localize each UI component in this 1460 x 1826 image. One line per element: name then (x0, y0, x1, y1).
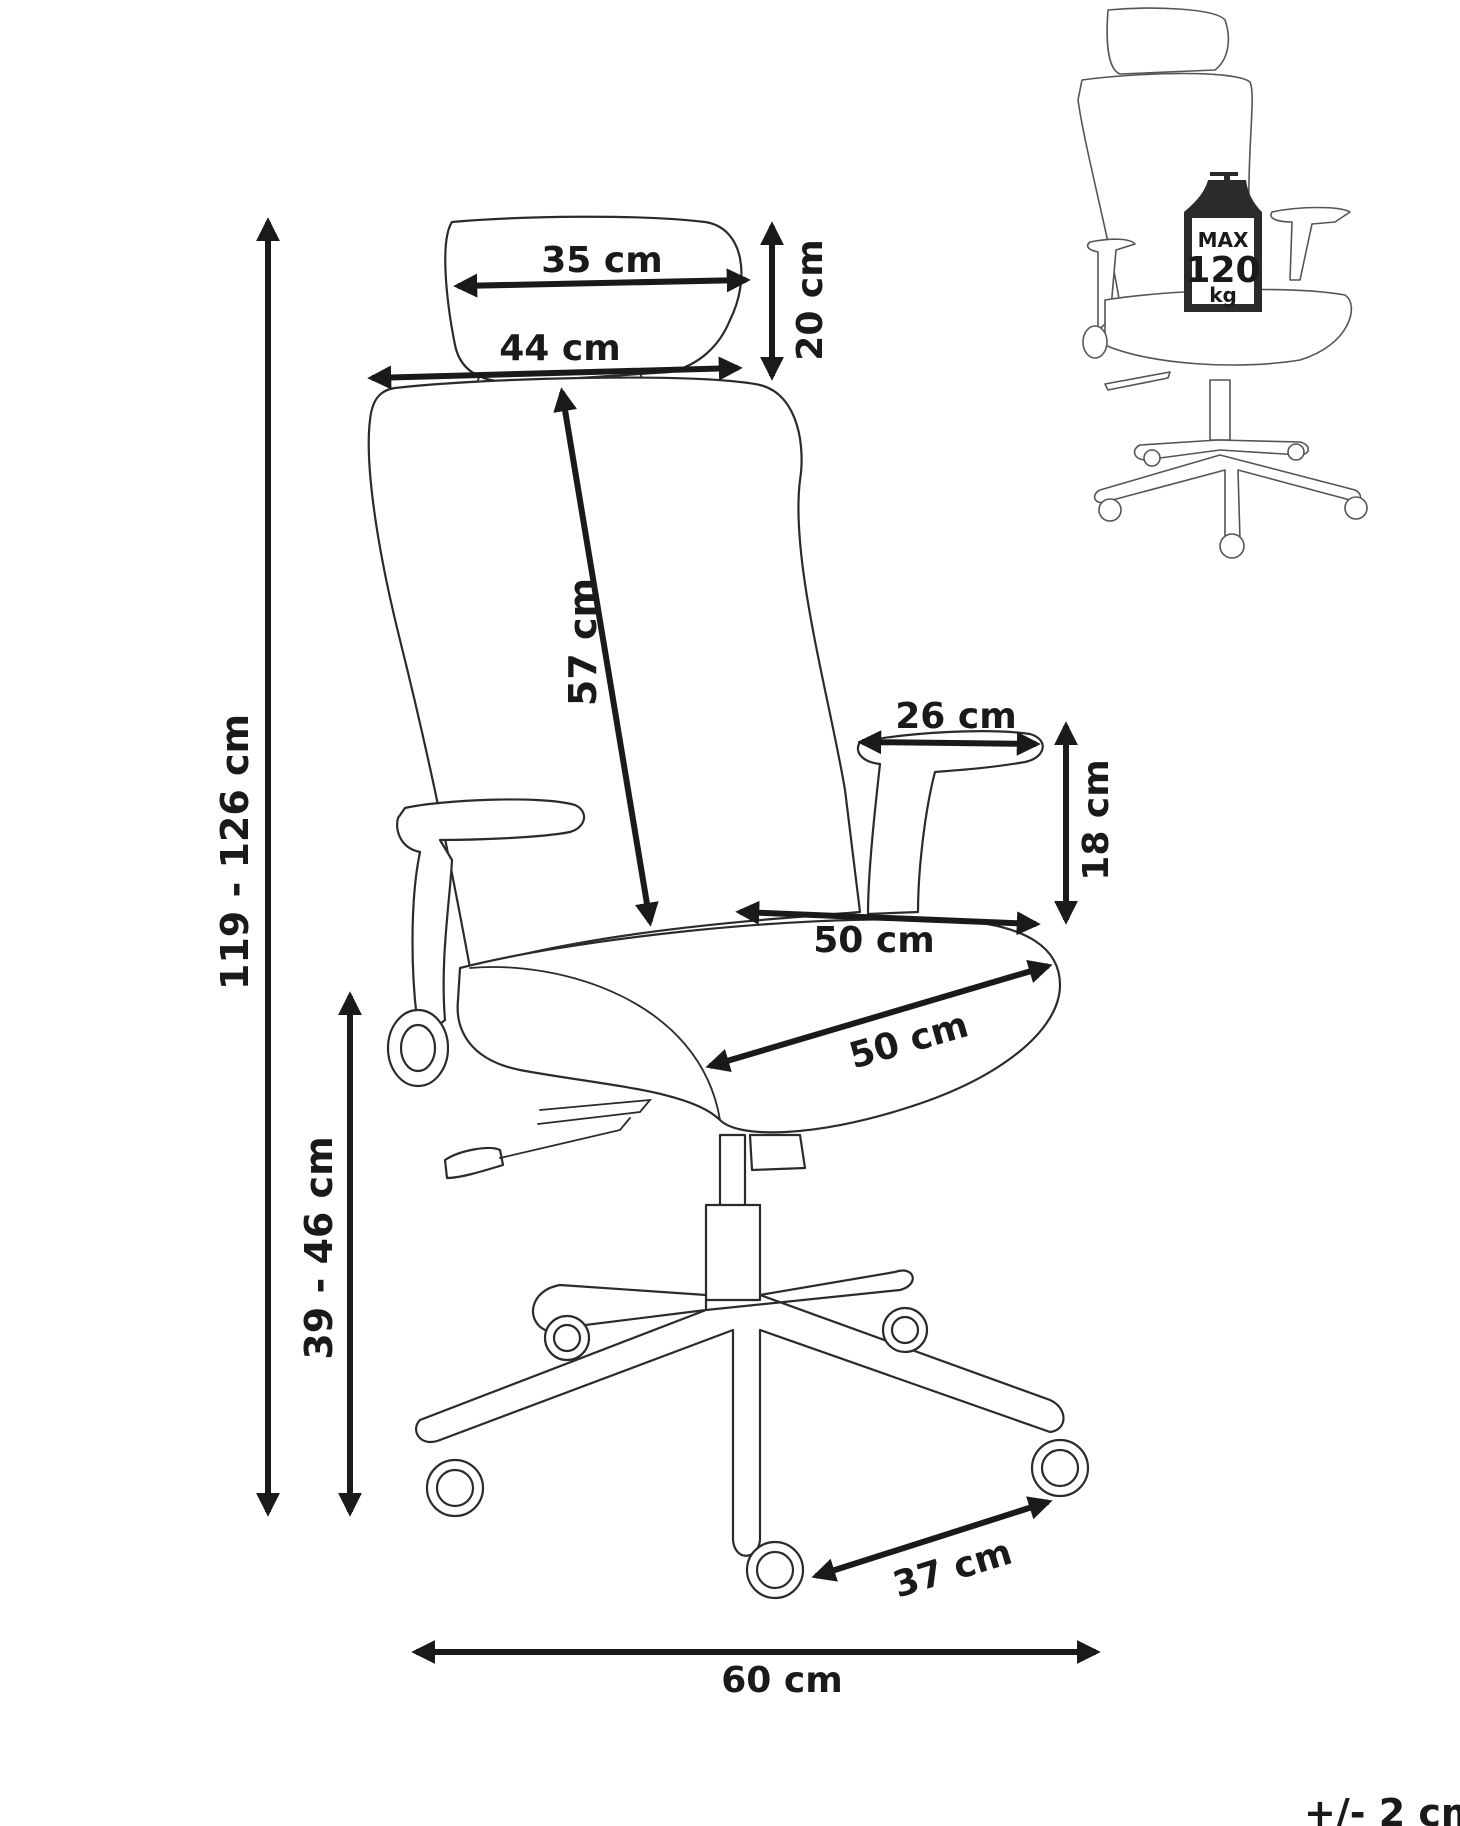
tolerance-label: +/- 2 cm (1304, 1791, 1460, 1826)
armrest-length-label: 26 cm (895, 696, 1016, 737)
weight-max-label: MAX (1198, 228, 1249, 252)
backrest-height-label: 57 cm (561, 578, 605, 706)
load-capacity-thumbnail: MAX 120 kg (1077, 7, 1368, 559)
weight-icon: MAX 120 kg (1184, 172, 1262, 312)
wheel-spacing-label: 37 cm (889, 1532, 1017, 1607)
weight-unit-label: kg (1209, 283, 1237, 307)
seat-height-label: 39 - 46 cm (297, 1136, 341, 1359)
armrest-height-label: 18 cm (1076, 759, 1117, 880)
headrest-width-label: 35 cm (541, 240, 662, 281)
chair-base (415, 1269, 1065, 1557)
headrest (444, 215, 743, 384)
base-width-label: 60 cm (721, 1660, 842, 1701)
caster-wheels (425, 1306, 1090, 1600)
headrest-height-label: 20 cm (790, 239, 831, 360)
seat-width-label: 50 cm (813, 920, 934, 961)
backrest-width-label: 44 cm (499, 328, 620, 369)
right-armrest (856, 730, 1044, 916)
weight-value-label: 120 (1185, 250, 1260, 291)
dimension-lines (256, 217, 1101, 1664)
chair-illustration (367, 215, 1090, 1600)
gas-lift (718, 1133, 747, 1212)
seat (456, 918, 1062, 1134)
total-height-label: 119 - 126 cm (213, 714, 257, 990)
